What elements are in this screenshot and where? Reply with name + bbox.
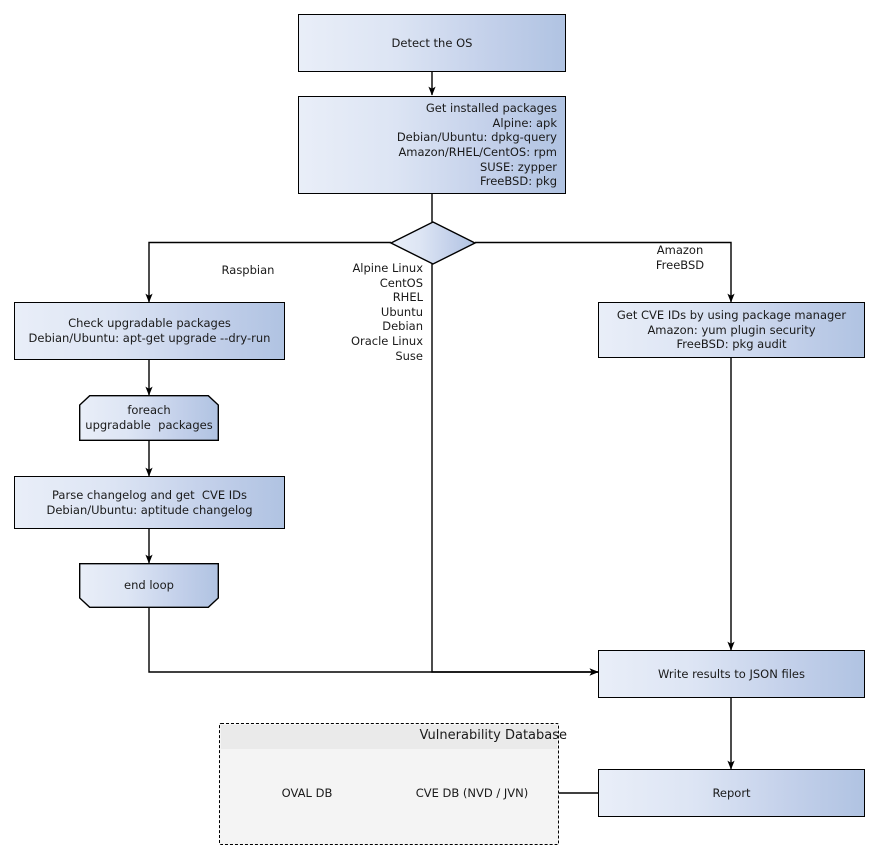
edge-label-raspbian: Raspbian	[221, 263, 275, 277]
group-vulnerability-database-title: Vulnerability Database	[419, 728, 567, 743]
node-end-loop-label: end loop	[124, 578, 174, 593]
node-foreach-loop[interactable]: foreach upgradable packages	[79, 395, 219, 441]
node-report[interactable]: Report	[598, 769, 865, 817]
node-detect-os-label: Detect the OS	[391, 35, 473, 50]
node-get-cve-ids-label: Get CVE IDs by using package manager Ama…	[616, 308, 847, 352]
node-parse-changelog-label: Parse changelog and get CVE IDs Debian/U…	[46, 487, 253, 517]
node-report-label: Report	[712, 785, 751, 800]
group-vulnerability-database-header	[221, 725, 557, 749]
node-write-results-label: Write results to JSON files	[658, 666, 805, 681]
edge-label-os-list: Alpine Linux CentOS RHEL Ubuntu Debian O…	[350, 261, 423, 363]
decision-diamond	[389, 221, 477, 265]
label-oval-db-text: OVAL DB	[281, 785, 333, 800]
edge-endloop-to-write-results	[148, 608, 599, 676]
node-end-loop[interactable]: end loop	[79, 563, 219, 608]
label-cve-db-text: CVE DB (NVD / JVN)	[415, 785, 529, 800]
edge-decision-to-write-results	[431, 264, 599, 676]
node-check-upgradable-packages[interactable]: Check upgradable packages Debian/Ubuntu:…	[14, 302, 285, 360]
label-cve-db: CVE DB (NVD / JVN)	[401, 774, 543, 812]
label-oval-db: OVAL DB	[235, 774, 379, 812]
node-write-results[interactable]: Write results to JSON files	[598, 650, 865, 698]
node-foreach-loop-label: foreach upgradable packages	[85, 403, 213, 432]
node-get-cve-ids[interactable]: Get CVE IDs by using package manager Ama…	[598, 302, 865, 358]
node-check-upgradable-packages-label: Check upgradable packages Debian/Ubuntu:…	[28, 316, 271, 345]
node-get-installed-packages[interactable]: Get installed packages Alpine: apk Debia…	[298, 96, 566, 194]
node-get-installed-packages-label: Get installed packages Alpine: apk Debia…	[396, 101, 557, 189]
edge-label-amazon-freebsd: Amazon FreeBSD	[655, 243, 705, 272]
node-detect-os[interactable]: Detect the OS	[298, 14, 566, 72]
node-parse-changelog[interactable]: Parse changelog and get CVE IDs Debian/U…	[14, 476, 285, 529]
